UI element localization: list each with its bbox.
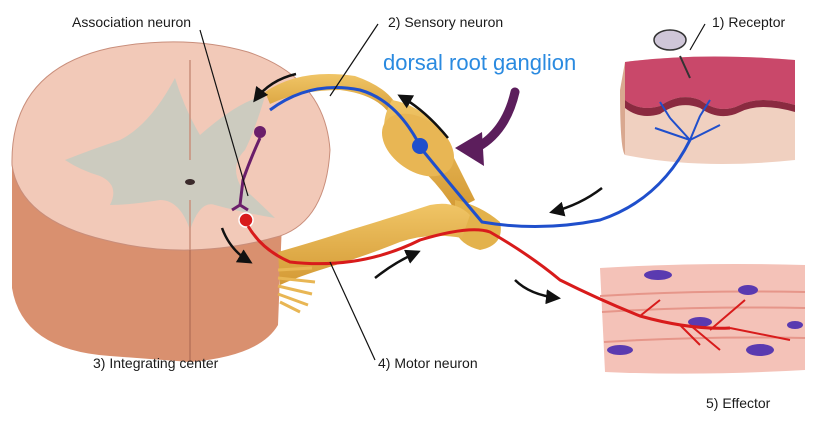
motor-neuron (238, 212, 791, 351)
flow-arrows (220, 72, 603, 305)
motor-neuron-label: 4) Motor neuron (378, 355, 478, 371)
ganglion-pointer-arrowhead (455, 132, 484, 166)
receptor-label: 1) Receptor (712, 14, 786, 30)
sensory-neuron (269, 86, 721, 229)
effector-muscle (599, 264, 806, 374)
integrating-center-label: 3) Integrating center (93, 355, 219, 371)
leader-lines (199, 23, 706, 361)
dorsal-root-ganglion-label: dorsal root ganglion (383, 50, 577, 75)
association-neuron-label: Association neuron (72, 14, 192, 30)
receptor-skin (620, 29, 795, 164)
sensory-neuron-label: 2) Sensory neuron (388, 14, 504, 30)
spinal-cord (11, 41, 331, 362)
effector-label: 5) Effector (706, 395, 771, 411)
